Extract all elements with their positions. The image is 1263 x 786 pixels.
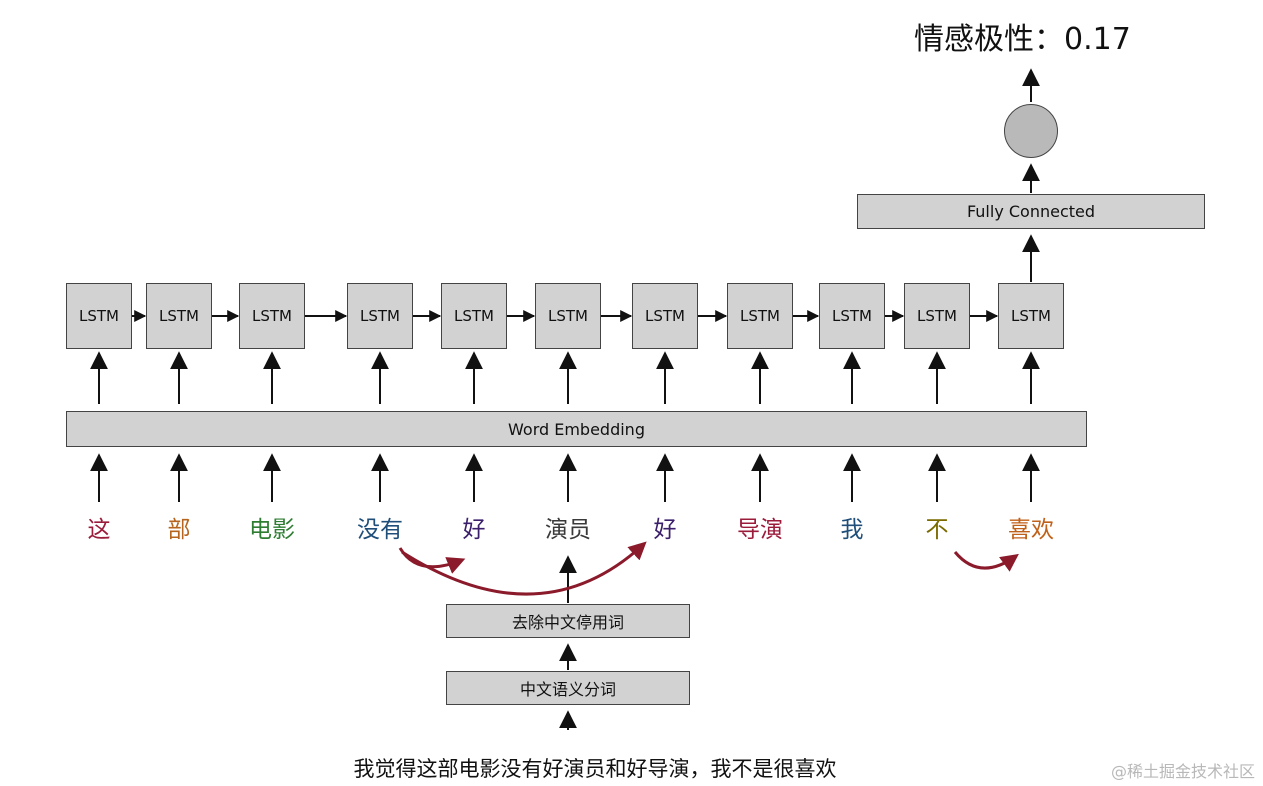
lstm-label: LSTM — [360, 307, 400, 325]
token-word: 电影 — [249, 517, 295, 543]
lstm-cell: LSTM — [998, 283, 1064, 349]
lstm-label: LSTM — [252, 307, 292, 325]
token-word: 不 — [925, 517, 949, 543]
lstm-label: LSTM — [159, 307, 199, 325]
token-word: 没有 — [357, 517, 403, 543]
token-word: 演员 — [545, 517, 591, 543]
lstm-cell: LSTM — [66, 283, 132, 349]
lstm-label: LSTM — [917, 307, 957, 325]
word-segmentation-label: 中文语义分词 — [519, 680, 616, 699]
lstm-label: LSTM — [454, 307, 494, 325]
lstm-label: LSTM — [832, 307, 872, 325]
lstm-cell: LSTM — [347, 283, 413, 349]
lstm-cell: LSTM — [239, 283, 305, 349]
token-word: 好 — [653, 517, 677, 543]
input-sentence: 我觉得这部电影没有好演员和好导演，我不是很喜欢 — [353, 757, 837, 781]
fully-connected-layer: Fully Connected — [857, 194, 1205, 229]
lstm-label: LSTM — [1011, 307, 1051, 325]
lstm-cell: LSTM — [904, 283, 970, 349]
token-word: 导演 — [737, 517, 783, 543]
fully-connected-label: Fully Connected — [966, 202, 1096, 221]
sentiment-polarity-title: 情感极性：0.17 — [914, 22, 1131, 57]
lstm-cell: LSTM — [441, 283, 507, 349]
watermark: @稀土掘金技术社区 — [1110, 762, 1255, 781]
lstm-cell: LSTM — [146, 283, 212, 349]
word-embedding-layer: Word Embedding — [66, 411, 1087, 447]
word-embedding-label: Word Embedding — [508, 419, 645, 439]
lstm-label: LSTM — [79, 307, 119, 325]
lstm-cell: LSTM — [819, 283, 885, 349]
lstm-cell: LSTM — [535, 283, 601, 349]
lstm-cell: LSTM — [632, 283, 698, 349]
lstm-label: LSTM — [548, 307, 588, 325]
token-word: 部 — [167, 517, 191, 543]
lstm-label: LSTM — [740, 307, 780, 325]
stopword-removal-box: 去除中文停用词 — [446, 604, 690, 638]
token-word: 喜欢 — [1008, 517, 1054, 543]
word-segmentation-box: 中文语义分词 — [446, 671, 690, 705]
token-word: 这 — [87, 517, 111, 543]
token-word: 好 — [462, 517, 486, 543]
dependency-arrow-negation — [953, 551, 1019, 572]
dependency-arrow-long — [401, 541, 647, 596]
lstm-label: LSTM — [645, 307, 685, 325]
output-node — [1004, 104, 1058, 158]
token-word: 我 — [840, 517, 864, 543]
stopword-removal-label: 去除中文停用词 — [511, 613, 624, 632]
lstm-cell: LSTM — [727, 283, 793, 349]
